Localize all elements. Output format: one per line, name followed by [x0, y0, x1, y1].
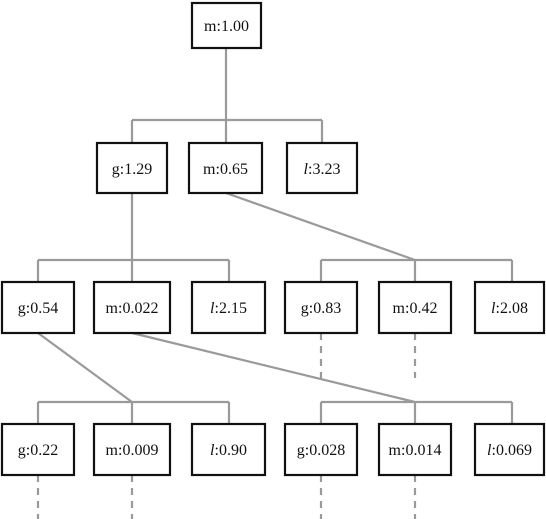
- node-label: l:2.08: [491, 300, 528, 317]
- node-label: g:1.29: [112, 161, 152, 178]
- node-level3-m-left: m:0.009: [92, 422, 172, 477]
- node-label: m:0.009: [106, 442, 159, 459]
- node-label: g:0.028: [297, 442, 345, 459]
- connectors: [36, 48, 514, 519]
- node-label: g:0.83: [301, 300, 341, 317]
- node-label: m:0.014: [389, 442, 442, 459]
- node-label: l:3.23: [304, 161, 341, 178]
- node-root: m:1.00: [190, 1, 263, 50]
- node-label: l:2.15: [210, 300, 247, 317]
- node-label: l:0.90: [210, 442, 247, 459]
- node-level1-l: l:3.23: [285, 141, 359, 195]
- node-level2-m-left: m:0.022: [92, 280, 172, 335]
- node-level2-g-right: g:0.83: [283, 280, 359, 335]
- node-level2-l-right: l:2.08: [473, 280, 546, 335]
- node-level3-l-right: l:0.069: [473, 422, 546, 477]
- node-level2-m-right: m:0.42: [377, 280, 453, 335]
- edge-m065-to-level2-right: [225, 191, 514, 282]
- node-level3-l-left: l:0.90: [190, 422, 267, 477]
- node-label: g:0.22: [18, 442, 58, 459]
- node-label: m:0.022: [106, 300, 159, 317]
- node-label: m:0.42: [393, 300, 438, 317]
- edge-g054-to-level3-left: [36, 332, 231, 424]
- node-label: m:0.65: [203, 161, 248, 178]
- node-level3-g-right: g:0.028: [283, 422, 359, 477]
- node-level3-g-left: g:0.22: [0, 422, 76, 477]
- edge-g1-to-level2-left: [36, 193, 231, 282]
- edge-root-to-level1: [130, 48, 324, 143]
- node-level1-g: g:1.29: [95, 141, 169, 195]
- node-level2-l-left: l:2.15: [190, 280, 267, 335]
- node-label: m:1.00: [204, 18, 249, 35]
- edge-m0022-to-level3-right: [131, 331, 514, 424]
- node-level3-m-right: m:0.014: [377, 422, 453, 477]
- node-level1-m: m:0.65: [187, 141, 264, 195]
- node-level2-g-left: g:0.54: [0, 280, 76, 335]
- node-label: l:0.069: [487, 442, 532, 459]
- node-label: g:0.54: [18, 300, 58, 317]
